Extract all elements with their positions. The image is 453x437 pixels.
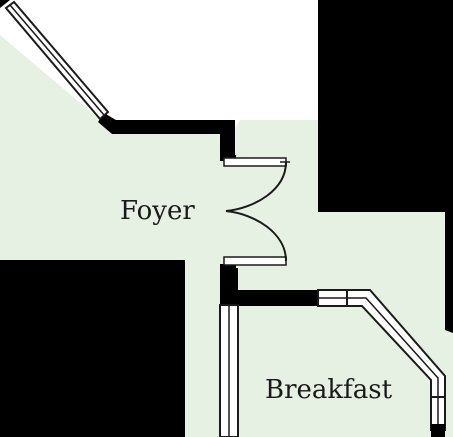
- wall-breakfast-top: [220, 268, 318, 306]
- floor-area: [0, 35, 453, 437]
- wall-right-edge: [445, 212, 453, 333]
- room-label-breakfast: Breakfast: [265, 375, 393, 405]
- wall-upper-segment: [98, 113, 235, 158]
- entry-double-door: [223, 157, 290, 266]
- wall-upper-left-corner: [0, 0, 10, 8]
- window-breakfast-right: [317, 289, 446, 437]
- wall-right-block: [318, 0, 453, 212]
- room-label-foyer: Foyer: [120, 196, 195, 226]
- window-upper-left: [4, 0, 110, 121]
- door-jamb-bottom: [220, 264, 236, 270]
- window-breakfast-left: [219, 304, 239, 437]
- wall-lower-left-block: [0, 260, 185, 437]
